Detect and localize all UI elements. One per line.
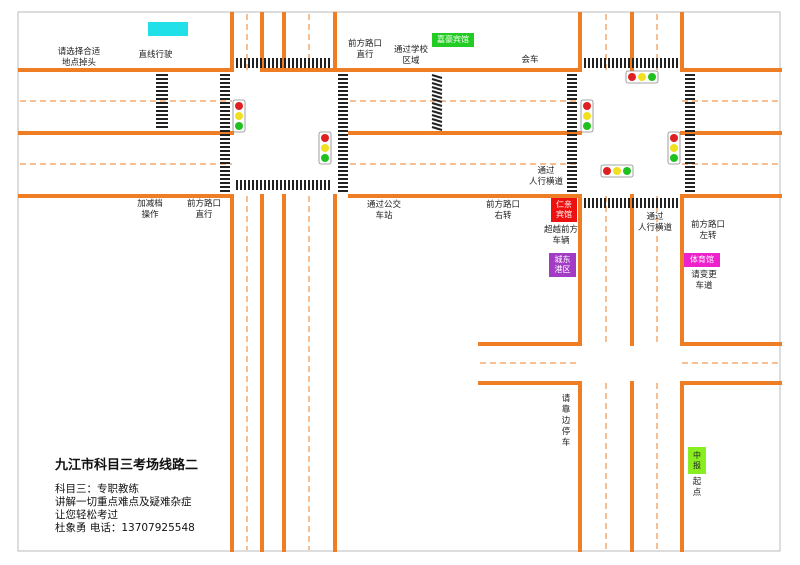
crosswalk-left-top <box>236 58 330 68</box>
crosswalk-school <box>431 74 443 131</box>
map-frame <box>17 11 781 552</box>
roads <box>18 12 782 552</box>
label-meeting-car: 会车 <box>521 55 539 65</box>
label-lane-change: 请变更 车道 <box>691 270 717 291</box>
crosswalk-right-east <box>685 74 695 192</box>
info-title: 九江市科目三考场线路二 <box>55 458 199 473</box>
crosswalk-right-top <box>584 58 678 68</box>
crosswalk-layer <box>156 58 695 208</box>
crosswalk-right-west <box>567 74 577 192</box>
info-line-3: 让您轻松考过 <box>55 509 118 521</box>
label-straight-drive: 直线行驶 <box>138 50 173 60</box>
label-pull-over: 请靠边停车 <box>561 394 571 448</box>
lane-lines <box>20 14 780 550</box>
label-turn-right: 前方路口 右转 <box>485 200 520 221</box>
traffic-light-1 <box>232 99 246 133</box>
crosswalk-right-bottom <box>584 198 678 208</box>
label-start: 起点 <box>692 477 702 498</box>
traffic-lights <box>232 70 681 178</box>
label-select-uturn: 请选择合适 地点掉头 <box>57 47 101 68</box>
traffic-light-4 <box>667 131 681 165</box>
label-intersection-straight-1: 前方路口 直行 <box>347 39 382 60</box>
crosswalk-left-east <box>338 74 348 192</box>
label-intersection-straight-2: 前方路口 直行 <box>186 199 221 220</box>
traffic-light-2 <box>318 131 332 165</box>
label-crosswalk-2: 通过 人行横道 <box>637 212 672 233</box>
badge-renya-hotel: 仁亲 宾馆 <box>551 198 577 222</box>
badge-hotel-name: 嘉豪宾馆 <box>432 33 474 47</box>
info-line-4: 杜象勇 电话：13707925548 <box>55 522 195 534</box>
crosswalk-left-bottom <box>236 180 330 190</box>
crosswalk-mid-left <box>156 74 168 128</box>
label-add-gear: 加减档 操作 <box>137 199 163 220</box>
badge-gym: 体育馆 <box>684 253 720 267</box>
traffic-light-5 <box>625 70 659 84</box>
badge-chengdong: 城东 港区 <box>549 253 576 277</box>
traffic-light-3 <box>580 99 594 133</box>
badge-zhongbao: 中 报 <box>688 447 706 474</box>
label-bus-stop: 通过公交 车站 <box>366 200 401 221</box>
info-line-1: 科目三：专职教练 <box>55 483 139 495</box>
traffic-light-6 <box>600 164 634 178</box>
info-line-2: 讲解一切重点难点及疑难杂症 <box>55 496 192 508</box>
label-crosswalk-1: 通过 人行横道 <box>528 166 563 187</box>
crosswalk-left-west <box>220 74 230 192</box>
label-turn-left: 前方路口 左转 <box>690 220 725 241</box>
cyan-marker <box>148 22 188 36</box>
label-overtake: 超越前方 车辆 <box>543 225 578 246</box>
label-school-zone: 通过学校 区域 <box>393 45 428 66</box>
